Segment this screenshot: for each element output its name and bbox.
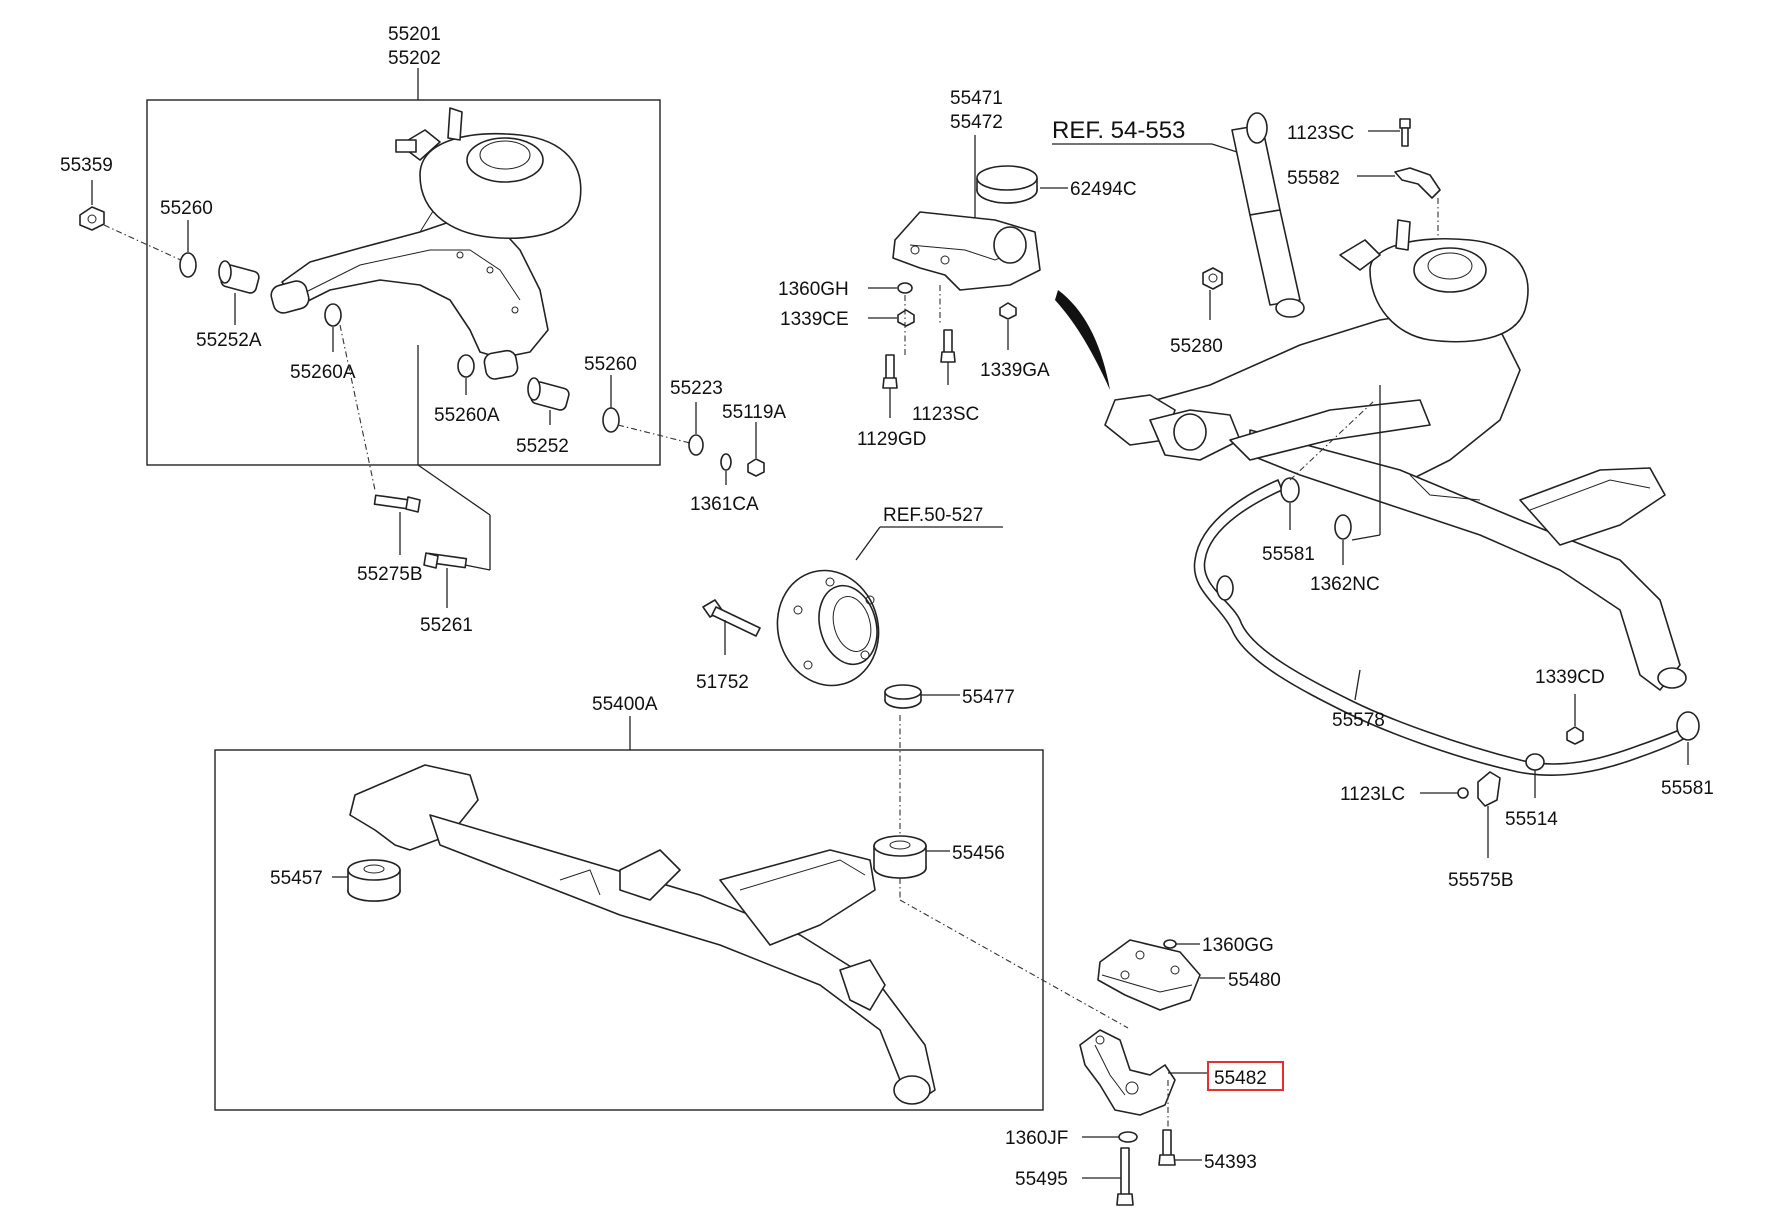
- label-55252A[interactable]: 55252A: [196, 330, 262, 351]
- label-54393[interactable]: 54393: [1204, 1152, 1257, 1173]
- washer-1360GH: [897, 282, 913, 294]
- label-55280[interactable]: 55280: [1170, 336, 1223, 357]
- label-55578[interactable]: 55578: [1332, 710, 1385, 731]
- highlight-box-55482: [1207, 1061, 1284, 1091]
- lower-arm-part: [270, 107, 582, 380]
- label-55471[interactable]: 55471: [950, 88, 1003, 109]
- bolt-1123SC-center: [940, 329, 956, 363]
- label-55359[interactable]: 55359: [60, 155, 113, 176]
- lower-arm-group: 55201 55202 55359 55260: [60, 24, 786, 636]
- label-55201[interactable]: 55201: [388, 24, 441, 45]
- label-55119A[interactable]: 55119A: [722, 402, 786, 423]
- bolt-1123LC: [1457, 787, 1469, 799]
- label-55457[interactable]: 55457: [270, 868, 323, 889]
- hub-bolt-51752: [702, 599, 761, 637]
- label-1123SC-top[interactable]: 1123SC: [1287, 123, 1354, 144]
- bracket-55482: [1079, 1029, 1176, 1116]
- ref-54-553[interactable]: REF. 54-553: [1052, 117, 1185, 144]
- label-55223[interactable]: 55223: [670, 378, 723, 399]
- washer-1361CA: [720, 453, 732, 471]
- label-55456[interactable]: 55456: [952, 843, 1005, 864]
- stabilizer-bar-group: 55581 1362NC 55578 1339CD 55581 1123LC 5…: [1193, 385, 1714, 891]
- label-55202[interactable]: 55202: [388, 48, 441, 69]
- label-55581-right[interactable]: 55581: [1661, 778, 1714, 799]
- nut-1339CD: [1566, 726, 1584, 745]
- label-1129GD[interactable]: 1129GD: [857, 429, 926, 450]
- label-1360GG[interactable]: 1360GG: [1202, 935, 1274, 956]
- label-55260A-right[interactable]: 55260A: [434, 405, 500, 426]
- nut-55119A: [747, 458, 765, 477]
- wheel-hub: [776, 569, 880, 687]
- label-55261[interactable]: 55261: [420, 615, 473, 636]
- crossmember-part: [349, 764, 936, 1105]
- bushing-55252: [527, 377, 570, 411]
- label-1339GA[interactable]: 1339GA: [980, 360, 1050, 381]
- bolt-55495: [1116, 1147, 1134, 1206]
- label-55260-top[interactable]: 55260: [160, 198, 213, 219]
- label-55575B[interactable]: 55575B: [1448, 870, 1514, 891]
- label-1362NC[interactable]: 1362NC: [1310, 574, 1380, 595]
- shock-absorber: [1231, 112, 1305, 318]
- label-1360JF[interactable]: 1360JF: [1005, 1128, 1068, 1149]
- bolt-55261: [423, 552, 468, 569]
- washer-55260A-left: [324, 303, 342, 327]
- washer-1360GG: [1163, 939, 1177, 949]
- label-55260A-left[interactable]: 55260A: [290, 362, 356, 383]
- label-55480[interactable]: 55480: [1228, 970, 1281, 991]
- nut-55359: [79, 206, 105, 231]
- bracket-55480: [1097, 939, 1201, 1011]
- crossmember-frame: [214, 749, 1044, 1111]
- ref-50-527[interactable]: REF.50-527: [883, 505, 983, 526]
- wheel-hub-group: REF.50-527 51752: [696, 505, 1003, 693]
- washer-55260-right: [602, 407, 620, 433]
- subframe-assembly-right: [1104, 219, 1687, 691]
- mount-bushing-55456: [873, 835, 927, 879]
- bolt-55275B: [373, 494, 421, 513]
- direction-arrow: [1055, 290, 1110, 390]
- label-55260-right[interactable]: 55260: [584, 354, 637, 375]
- label-55477[interactable]: 55477: [962, 687, 1015, 708]
- nut-1339CE: [897, 309, 915, 327]
- mount-rubber-62494C: [976, 165, 1038, 204]
- label-1361CA[interactable]: 1361CA: [690, 494, 759, 515]
- clamp-55575B: [1477, 771, 1501, 807]
- lower-arm-frame: [146, 99, 661, 466]
- bolt-1129GD: [882, 354, 898, 389]
- mounting-bracket-group: 55471 55472 62494C 1360GH 1339CE 1339GA: [778, 88, 1137, 450]
- label-55482[interactable]: 55482: [1214, 1068, 1267, 1089]
- washer-1362NC: [1334, 514, 1352, 540]
- washer-55260A-right: [457, 354, 475, 378]
- label-55400A[interactable]: 55400A: [592, 694, 658, 715]
- bracket-55471: [892, 211, 1041, 291]
- label-55514[interactable]: 55514: [1505, 809, 1558, 830]
- washer-1360JF: [1118, 1131, 1138, 1143]
- label-55581-left[interactable]: 55581: [1262, 544, 1315, 565]
- label-62494C[interactable]: 62494C: [1070, 179, 1137, 200]
- crossmember-group: 55400A 55457 55456: [214, 684, 1129, 1111]
- mount-bushing-55457: [347, 859, 401, 902]
- label-1339CD[interactable]: 1339CD: [1535, 667, 1605, 688]
- nut-1339GA: [999, 302, 1017, 320]
- nut-55280: [1202, 267, 1223, 290]
- bracket-group-bottom-right: 1360GG 55480 55482 1360JF 54393: [1005, 935, 1284, 1206]
- clamp-55582: [1394, 167, 1441, 199]
- label-55252[interactable]: 55252: [516, 436, 569, 457]
- shock-absorber-group: REF. 54-553 1123SC 55582 55280: [1052, 112, 1441, 370]
- bushing-55252A: [218, 260, 260, 294]
- label-55472[interactable]: 55472: [950, 112, 1003, 133]
- bolt-54393: [1158, 1129, 1176, 1166]
- label-55275B[interactable]: 55275B: [357, 564, 423, 585]
- label-51752[interactable]: 51752: [696, 672, 749, 693]
- washer-55223: [688, 434, 704, 456]
- bolt-1123SC-top: [1399, 118, 1411, 147]
- mount-rubber-55477: [884, 684, 922, 709]
- label-55495[interactable]: 55495: [1015, 1169, 1068, 1190]
- label-1360GH[interactable]: 1360GH: [778, 279, 849, 300]
- label-1123SC-center[interactable]: 1123SC: [912, 404, 979, 425]
- label-1339CE[interactable]: 1339CE: [780, 309, 849, 330]
- washer-55260: [179, 252, 197, 278]
- label-55582[interactable]: 55582: [1287, 168, 1340, 189]
- label-1123LC[interactable]: 1123LC: [1340, 784, 1405, 805]
